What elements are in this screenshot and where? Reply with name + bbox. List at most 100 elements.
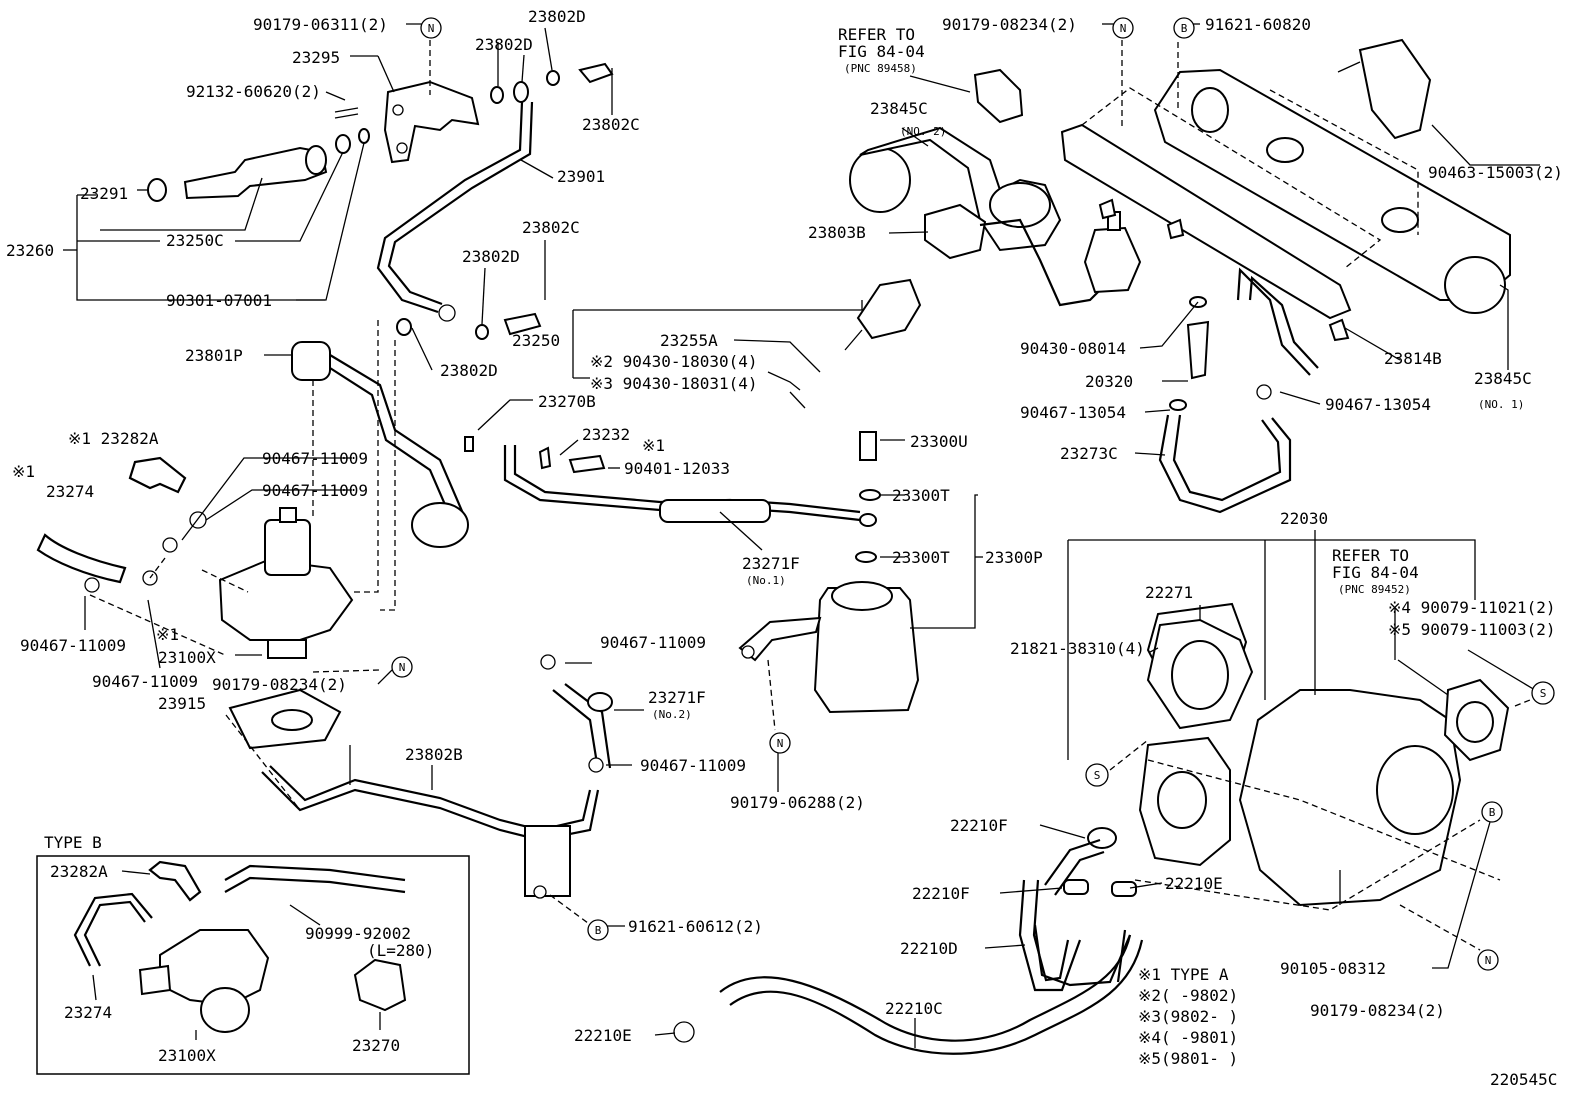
label-90079-11021: ※4 90079-11021(2) bbox=[1388, 598, 1556, 617]
label-23270b: 23270B bbox=[538, 392, 596, 411]
label-23232-mark: ※1 bbox=[642, 436, 665, 455]
label-90079-11003: ※5 90079-11003(2) bbox=[1388, 620, 1556, 639]
label-23271f-no2: 23271F bbox=[648, 688, 706, 707]
hose-23273c-drawing bbox=[1158, 384, 1292, 514]
label-23802d-b: 23802D bbox=[475, 35, 533, 54]
legend-type-a: ※1 TYPE A bbox=[1138, 965, 1229, 984]
svg-text:B: B bbox=[1181, 22, 1188, 35]
label-23271f-no1: 23271F bbox=[742, 554, 800, 573]
type-b-inset: TYPE B 23282A 90999-92002 (L=280) 23274 … bbox=[36, 833, 470, 1075]
svg-text:B: B bbox=[1489, 806, 1496, 819]
label-22210e-a: 22210E bbox=[1165, 874, 1223, 893]
label-91621-60612: 91621-60612(2) bbox=[628, 917, 763, 936]
label-23274-mark: ※1 bbox=[12, 462, 35, 481]
label-23250c: 23250C bbox=[166, 231, 224, 250]
label-refer-b1: REFER TO bbox=[1332, 546, 1409, 565]
label-22210f-a: 22210F bbox=[950, 816, 1008, 835]
marker-n-3: N bbox=[769, 732, 791, 754]
svg-text:N: N bbox=[1485, 954, 1492, 967]
part-drawings bbox=[36, 38, 1511, 1055]
type-b-label-23270: 23270 bbox=[352, 1036, 400, 1055]
water-hoses-22210-drawing bbox=[673, 827, 1144, 1055]
leader-lines bbox=[63, 23, 1540, 1048]
marker-b-3: B bbox=[1481, 801, 1503, 823]
delivery-pipe-23814b-drawing bbox=[1060, 38, 1511, 376]
label-22030: 22030 bbox=[1280, 509, 1328, 528]
marker-n-1: N bbox=[420, 17, 442, 39]
label-23295: 23295 bbox=[292, 48, 340, 67]
damper-23300p-drawing bbox=[738, 431, 920, 714]
label-23845c-no1: 23845C bbox=[1474, 369, 1532, 388]
type-b-label-90999-92002: 90999-92002 bbox=[305, 924, 411, 943]
label-23100x: 23100X bbox=[158, 648, 216, 667]
label-23802b: 23802B bbox=[405, 745, 463, 764]
legend: ※1 TYPE A ※2( -9802) ※3(9802- ) ※4( -980… bbox=[1138, 965, 1238, 1068]
label-90467-11009-e: 90467-11009 bbox=[600, 633, 706, 652]
label-23802c-a: 23802C bbox=[582, 115, 640, 134]
marker-s-2: S bbox=[1531, 681, 1555, 705]
label-23291: 23291 bbox=[80, 184, 128, 203]
label-23271f-no2-sub: (No.2) bbox=[652, 708, 692, 721]
label-90430-18030: ※2 90430-18030(4) bbox=[590, 352, 758, 371]
label-90430-18031: ※3 90430-18031(4) bbox=[590, 374, 758, 393]
label-23100x-mark: ※1 bbox=[156, 625, 179, 644]
label-90179-06311: 90179-06311(2) bbox=[253, 15, 388, 34]
marker-b-1: B bbox=[587, 919, 609, 941]
label-23801p: 23801P bbox=[185, 346, 243, 365]
legend-note-5: ※5(9801- ) bbox=[1138, 1049, 1238, 1068]
pipe-23901-drawing bbox=[376, 62, 614, 340]
label-22210d: 22210D bbox=[900, 939, 958, 958]
label-23300u: 23300U bbox=[910, 432, 968, 451]
label-refer-a3: (PNC 89458) bbox=[844, 62, 917, 75]
label-23282a: ※1 23282A bbox=[68, 429, 159, 448]
marker-s-1: S bbox=[1085, 763, 1109, 787]
svg-text:N: N bbox=[428, 22, 435, 35]
label-21821-38310: 21821-38310(4) bbox=[1010, 639, 1145, 658]
type-b-label-l280: (L=280) bbox=[367, 941, 434, 960]
svg-text:N: N bbox=[1120, 22, 1127, 35]
label-23273c: 23273C bbox=[1060, 444, 1118, 463]
label-23255a: 23255A bbox=[660, 331, 718, 350]
type-b-title: TYPE B bbox=[44, 833, 102, 852]
label-20320: 20320 bbox=[1085, 372, 1133, 391]
legend-note-2: ※2( -9802) bbox=[1138, 986, 1238, 1005]
svg-text:N: N bbox=[399, 661, 406, 674]
label-91621-60820: 91621-60820 bbox=[1205, 15, 1311, 34]
label-23814b: 23814B bbox=[1384, 349, 1442, 368]
label-23274: 23274 bbox=[46, 482, 94, 501]
label-23802d-c: 23802D bbox=[462, 247, 520, 266]
label-90467-11009-a: 90467-11009 bbox=[262, 449, 368, 468]
label-23803b: 23803B bbox=[808, 223, 866, 242]
label-23802d-d: 23802D bbox=[440, 361, 498, 380]
label-90467-11009-d: 90467-11009 bbox=[92, 672, 198, 691]
marker-n-4: N bbox=[1112, 17, 1134, 39]
label-23845c-no1-sub: (NO. 1) bbox=[1478, 398, 1524, 411]
hose-23271f-no2-drawing bbox=[540, 654, 613, 773]
legend-note-3: ※3(9802- ) bbox=[1138, 1007, 1238, 1026]
part-labels: 90179-06311(2) 23295 92132-60620(2) 2329… bbox=[6, 7, 1563, 1045]
label-90467-13054-a: 90467-13054 bbox=[1020, 403, 1126, 422]
label-90467-13054-b: 90467-13054 bbox=[1325, 395, 1431, 414]
air-connector-23845c-no2-drawing bbox=[844, 68, 1142, 351]
label-90301-07001: 90301-07001 bbox=[166, 291, 272, 310]
vacuum-pipe-23801p-drawing bbox=[291, 341, 470, 548]
label-23260: 23260 bbox=[6, 241, 54, 260]
label-23300p: 23300P bbox=[985, 548, 1043, 567]
bracket-23295-drawing bbox=[383, 80, 480, 164]
label-23845c-no2: 23845C bbox=[870, 99, 928, 118]
svg-text:S: S bbox=[1094, 769, 1101, 782]
label-refer-b3: (PNC 89452) bbox=[1338, 583, 1411, 596]
label-90401-12033: 90401-12033 bbox=[624, 459, 730, 478]
vsv-23100x-drawing bbox=[36, 456, 354, 659]
label-refer-a2: FIG 84-04 bbox=[838, 42, 925, 61]
hose-23271f-no1-drawing bbox=[464, 436, 877, 527]
marker-b-2: B bbox=[1173, 17, 1195, 39]
label-90467-11009-c: 90467-11009 bbox=[20, 636, 126, 655]
label-23250: 23250 bbox=[512, 331, 560, 350]
label-refer-b2: FIG 84-04 bbox=[1332, 563, 1419, 582]
label-23232: 23232 bbox=[582, 425, 630, 444]
label-22210f-b: 22210F bbox=[912, 884, 970, 903]
label-90463-15003: 90463-15003(2) bbox=[1428, 163, 1563, 182]
label-90179-08234-c: 90179-08234(2) bbox=[1310, 1001, 1445, 1020]
legend-note-4: ※4( -9801) bbox=[1138, 1028, 1238, 1047]
